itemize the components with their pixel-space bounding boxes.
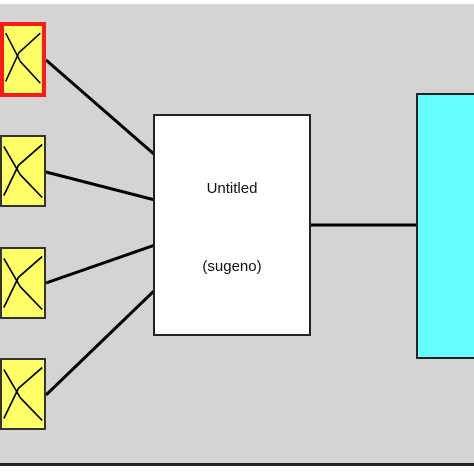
wire-input-4 — [44, 288, 157, 397]
input-variable-1[interactable] — [0, 22, 46, 97]
membership-function-icon — [3, 255, 43, 311]
input-variable-3[interactable] — [0, 247, 46, 319]
system-name-label: Untitled — [206, 180, 258, 197]
input-variable-4[interactable] — [0, 358, 46, 430]
membership-function-icon — [4, 32, 41, 84]
fis-system-block[interactable]: Untitled (sugeno) — [153, 114, 311, 336]
membership-function-icon — [3, 366, 43, 422]
wire-input-2 — [45, 170, 156, 202]
output-variable-block[interactable] — [416, 93, 474, 359]
system-type-label: (sugeno) — [202, 258, 262, 275]
membership-function-icon — [3, 143, 43, 199]
input-variable-2[interactable] — [0, 135, 46, 207]
wire-input-3 — [45, 243, 156, 285]
wire-input-1 — [45, 58, 156, 157]
